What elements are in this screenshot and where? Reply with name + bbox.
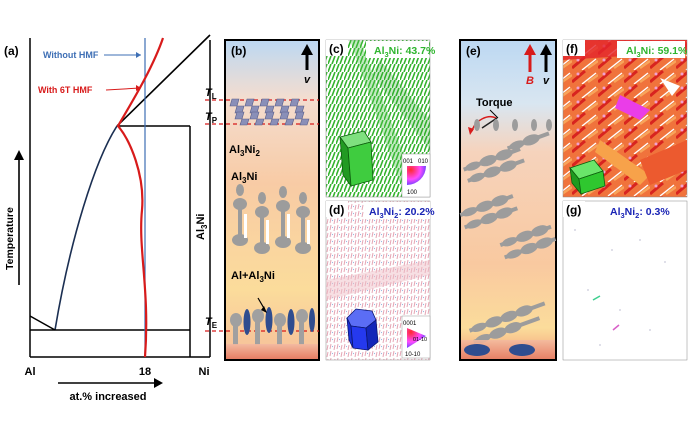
panel-c: (c) Al3Ni: 43.7% 001 010 100: [325, 39, 436, 198]
tp-label: TP: [205, 111, 218, 125]
field-label: B: [526, 75, 534, 87]
eutectic-structure: [226, 297, 318, 359]
arrow-up-icon: [14, 150, 24, 160]
key-010: 010: [418, 159, 429, 165]
al-solvus: [29, 315, 56, 331]
liquidus-curve: [54, 125, 118, 331]
panel-d: (d) Al3Ni2: 20.2% 0001 01-10 10-10: [325, 200, 435, 361]
panel-c-badge: [366, 41, 429, 58]
hcp-key-icon: [407, 328, 426, 348]
arrow-up-icon: [540, 44, 552, 55]
orientation-cube: [569, 159, 606, 196]
ipf-key-icon: [407, 166, 426, 185]
svg-text:Al3Ni: Al3Ni: [195, 214, 209, 240]
torque-arrow: [471, 116, 497, 132]
x-tick-ni: Ni: [199, 366, 210, 378]
panel-d-label: (d): [329, 203, 344, 217]
phase-eutectic-label: Al+Al3Ni: [231, 270, 275, 284]
panel-b: (b) v TL TP TE Al3Ni2 Al3Ni: [205, 39, 320, 361]
legend-with: With 6T HMF: [38, 85, 93, 95]
panel-e-label: (e): [466, 44, 481, 58]
sparse-grains: [574, 229, 666, 346]
tl-label: TL: [205, 87, 217, 101]
velocity-label: v: [304, 74, 311, 86]
arrow-head-icon: [136, 85, 141, 91]
panel-d-fraction: Al3Ni2: 20.2%: [369, 206, 435, 220]
blue-phase-blob: [464, 344, 490, 356]
tilted-dendrites: [459, 119, 557, 344]
panel-g-map: [562, 200, 688, 361]
hmf-curve: [116, 37, 165, 358]
phase-al3ni2-label: Al3Ni2: [229, 144, 260, 158]
panel-c-label: (c): [329, 42, 344, 56]
key-10-10: 10-10: [405, 352, 421, 358]
y-axis-label: Temperature: [4, 207, 16, 270]
al3ni-dendrites: [232, 184, 311, 254]
arrow-head-icon: [136, 52, 141, 58]
liquidus-upper: [116, 34, 211, 127]
legend-with-arrow: [105, 87, 141, 91]
dendrite-cores: [244, 214, 310, 244]
panel-f: (f) Al3Ni: 59.1%: [562, 39, 688, 198]
phase-label-al3ni: Al3Ni: [195, 214, 209, 240]
orientation-cube: [339, 130, 374, 188]
x-axis-label: at.% increased: [69, 391, 146, 403]
panel-c-fraction: Al3Ni: 43.7%: [374, 45, 436, 59]
panel-f-label: (f): [566, 42, 578, 56]
velocity-label: v: [543, 75, 550, 87]
panel-e: (e) B v Torque: [459, 39, 557, 361]
blue-phase-blob: [509, 344, 535, 356]
panel-g-fraction: Al3Ni2: 0.3%: [610, 206, 670, 220]
legend-without: Without HMF: [43, 50, 99, 60]
arrow-up-icon: [524, 44, 536, 55]
panel-f-badge: [617, 41, 685, 58]
panel-g-badge: [606, 202, 686, 219]
panel-b-label: (b): [231, 44, 246, 58]
panel-g-label: (g): [566, 203, 581, 217]
panel-f-fraction: Al3Ni: 59.1%: [626, 45, 688, 59]
panel-c-label-box: [326, 40, 348, 56]
panel-g: (g) Al3Ni2: 0.3%: [562, 200, 688, 361]
key-001: 001: [403, 159, 414, 165]
panel-a-label: (a): [4, 44, 19, 58]
panel-a: (a) Without HMF With 6T HMF Al3Ni Tempe: [4, 34, 211, 403]
key-0001: 0001: [403, 321, 417, 327]
arrow-right-icon: [154, 378, 163, 388]
phase-al3ni-label: Al3Ni: [231, 171, 257, 185]
x-tick-18: 18: [139, 366, 151, 378]
x-tick-al: Al: [25, 366, 36, 378]
arrow-up-icon: [301, 44, 313, 55]
torque-label: Torque: [476, 97, 512, 109]
hexagonal-prism-icon: [346, 308, 379, 351]
panel-d-badge: [364, 202, 430, 219]
key-01-10: 01-10: [413, 337, 427, 343]
te-label: TE: [205, 316, 218, 330]
key-100: 100: [407, 190, 418, 196]
rotate-icon: [468, 127, 474, 135]
al3ni2-lattice: [229, 98, 310, 126]
